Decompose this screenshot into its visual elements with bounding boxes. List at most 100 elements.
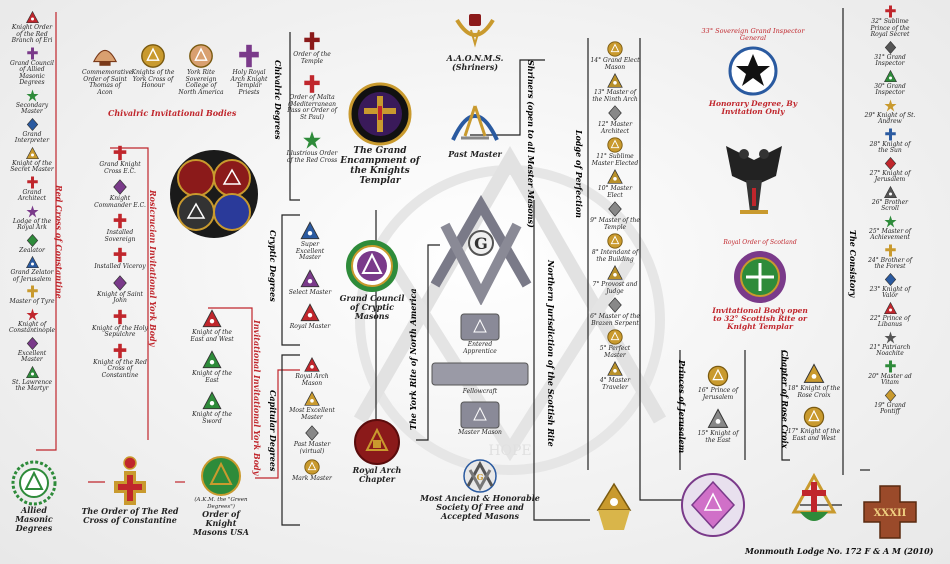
perfection-degree-label: 11° Sublime Master Elected [591,153,639,167]
cryptic-degree-label: Super Excellent Master [295,241,325,261]
chivalric-body-label: Knights of the York Cross of Honour [131,69,175,89]
consistory-degree-label: 25° Master of Achievement [869,227,911,241]
red-cross-degree-item: Knight Commander E.C. [92,178,148,209]
chivalric-body-item: York Rite Sovereign College of North Ame… [178,42,224,96]
cryptic-degree-badge-icon [300,221,320,240]
red-cross-degree-badge-icon [113,145,127,161]
chivalric-top-row: Commemorative Order of Saint Thomas of A… [82,42,272,112]
lodge-perfection-column: 14° Grand Elect Mason 13° Master of the N… [590,40,640,392]
knight-masons-degree-badge-icon [202,309,222,328]
grand-encampment-emblem-icon [348,82,412,146]
grand-council-emblem-icon [346,240,398,292]
templar-degree-item: Illustrious Order of the Red Cross [286,129,338,164]
amd-degree-item: Lodge of the Royal Ark [8,204,56,232]
perfection-degree-badge-icon [607,233,623,249]
red-cross-degree-badge-icon [113,213,127,229]
amd-degree-item: Grand Architect [8,175,56,203]
perfection-degree-item: 14° Grand Elect Mason [590,40,640,71]
capitular-degree-label: Past Master (virtual) [293,441,331,455]
consistory-degree-item: 29° Knight of St. Andrew [864,98,916,126]
red-cross-degree-label: Installed Sovereign [104,229,136,243]
consistory-degree-badge-icon [884,331,896,343]
chivalric-body-item: Knights of the York Cross of Honour [130,42,176,90]
label-chivalric-degrees: Chivalric Degrees [273,60,283,140]
red-cross-degree-item: Installed Viceroy [92,246,148,271]
amd-degree-label: Lodge of the Royal Ark [12,217,52,231]
constantine-node: The Order of The Red Cross of Constantin… [80,455,180,525]
consistory-degree-label: 27° Knight of Jerusalem [869,169,911,183]
consistory-degree-item: 22° Prince of Libanus [864,301,916,329]
cryptic-degree-label: Select Master [288,288,332,296]
royal-arch-node: Royal Arch Chapter [345,418,409,484]
label-cryptic-degrees: Cryptic Degrees [268,230,278,302]
cryptic-degree-item: Super Excellent Master [286,220,334,262]
royal-order-scotland-node: Royal Order of Scotland Invitational Bod… [710,239,810,331]
shriners-emblem-icon [455,14,495,48]
consistory-degree-label: 20° Master ad Vitam [868,372,912,386]
consistory-degree-item: 28° Knight of the Sun [864,127,916,155]
knight-masons-degree-label: Knight of the East [192,370,232,384]
consistory-degree-label: 29° Knight of St. Andrew [864,111,916,125]
perfection-degree-label: 9° Master of the Temple [590,217,640,231]
rose-croix-degree-badge-icon [803,406,825,428]
consistory-degree-badge-icon [884,360,896,372]
amd-degree-item: Zealator [8,233,56,255]
capitular-degree-label: Mark Master [292,475,332,482]
perfection-degree-item: 5° Perfect Master [590,328,640,359]
label-chivalric-bodies: Chivalric Invitational Bodies [108,108,237,118]
amd-degree-label: Knight Order of the Red Branch of Eri [11,24,53,44]
consistory-degree-badge-icon [883,185,897,198]
capitular-degree-badge-icon [304,357,320,372]
red-cross-degree-badge-icon [113,309,127,324]
amd-degree-label: Grand Council of Allied Masonic Degrees [10,59,54,86]
knight-masons-degree-label: Knight of the Sword [192,411,232,425]
templar-degree-label: Order of Malta (Mediterranean Pass or Or… [287,94,337,121]
amd-degree-badge-icon [26,117,38,131]
consistory-degree-badge-icon [884,5,896,18]
princes-jerusalem-jewel-icon [681,473,745,537]
thirty-third-title: 33° Sovereign Grand Inspector General [701,27,805,42]
knight-masons-title: Order of Knight Masons USA [193,509,249,537]
past-master-node: Past Master [444,100,506,159]
knight-masons-degree-badge-icon [202,350,222,369]
amd-degree-label: Master of Tyre [9,298,55,305]
red-cross-degree-label: Knight of the Red Cross of Constantine [93,358,147,379]
cryptic-degree-label: Royal Master [289,323,331,330]
consistory-degree-badge-icon [884,272,896,286]
amd-degree-badge-icon [26,285,38,298]
blue-lodge-label: Entered Apprentice [463,341,497,355]
amd-degree-badge-icon [26,205,38,217]
amd-degree-badge-icon [25,255,39,269]
consistory-degree-item: 30° Grand Inspector [864,69,916,97]
red-cross-degree-label: Knight of Saint John [97,290,143,304]
capitular-degree-item: Most Excellent Master [288,390,336,421]
templar-degree-badge-icon [304,75,320,93]
chivalric-body-badge-icon [239,44,259,68]
amd-degree-item: Excellent Master [8,336,56,364]
amd-degree-label: Knight of Constantinople [8,320,56,334]
red-cross-degree-item: Knight of the Holy Sepulchre [92,308,148,339]
perfection-degree-item: 11° Sublime Master Elected [590,136,640,167]
thirty-third-emblem-icon [728,46,778,96]
svg-text:XXXII: XXXII [874,508,907,519]
royal-order-title: Royal Order of Scotland [723,239,797,246]
perfection-degree-label: 8° Intendant of the Building [591,249,639,263]
perfection-degree-label: 13° Master of the Ninth Arch [592,89,638,103]
perfection-degree-badge-icon [607,169,623,184]
grand-encampment-node: The Grand Encampment of the Knights Temp… [340,82,420,186]
perfection-degree-badge-icon [608,105,622,121]
perfection-degree-label: 10° Master Elect [597,185,633,199]
amd-degree-label: Knight of the Secret Master [10,159,54,173]
chivalric-cluster-emblem [170,150,258,238]
red-cross-degree-badge-icon [113,247,127,263]
consistory-degree-item: 24° Brother of the Forest [864,243,916,271]
amd-title: Allied Masonic Degrees [15,505,53,533]
chivalric-body-badge-icon [141,44,165,68]
chivalric-body-item: Commemorative Order of Saint Thomas of A… [82,42,132,96]
perfection-degree-item: 4° Master Traveler [590,360,640,391]
free-accepted-masons-title: Most Ancient & Honorable Society Of Free… [420,493,540,521]
